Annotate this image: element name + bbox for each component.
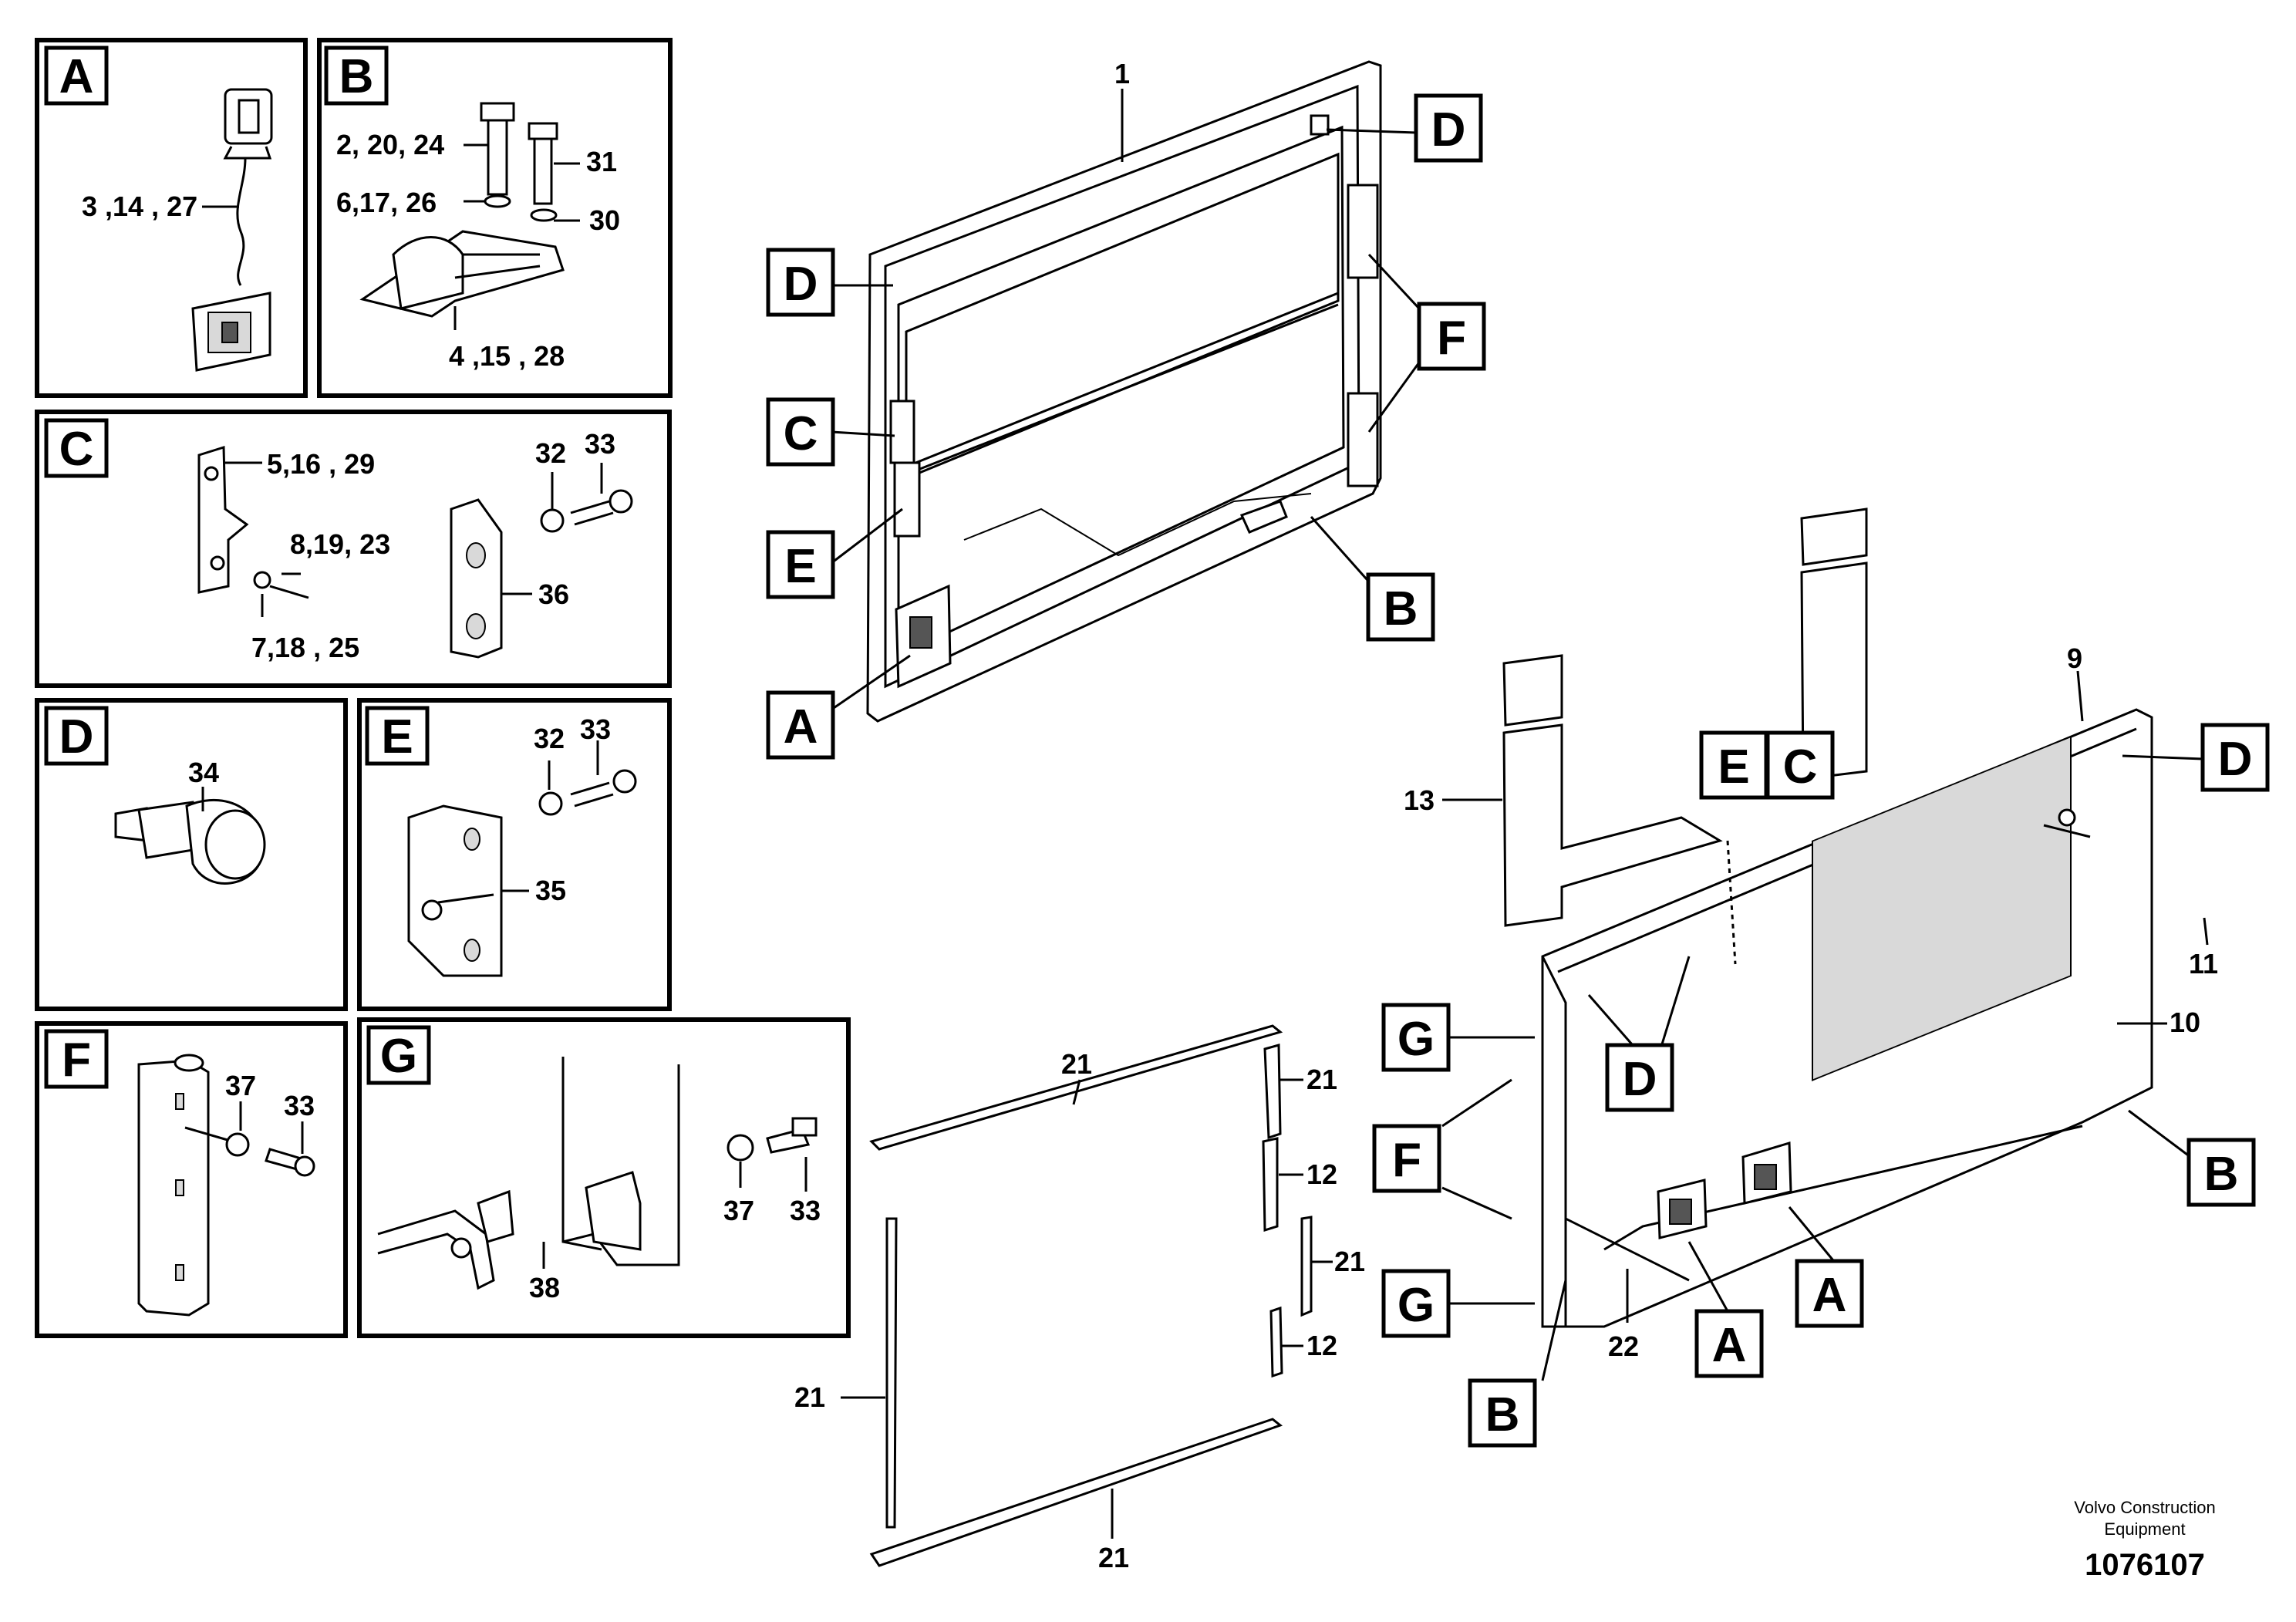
door-part-1: 1: [1114, 58, 1130, 89]
seal-segment-4-icon: [1269, 1306, 1283, 1378]
footer: Volvo Construction Equipment 1076107: [2074, 1498, 2215, 1582]
door-ref-b: B: [1384, 582, 1418, 636]
callout-7-18-25: 7,18 , 25: [251, 632, 359, 663]
panel-ref-b-right: B: [2204, 1148, 2239, 1201]
panel-ref-a-right: A: [1812, 1269, 1847, 1322]
detail-panel-a: A 3 ,14 , 27: [35, 38, 308, 398]
door-stop-pin-icon: [114, 798, 266, 885]
seal-part-21-right-middle: 21: [1334, 1246, 1365, 1277]
panel-a-key: A: [59, 50, 94, 103]
callout-8-19-23: 8,19, 23: [290, 528, 390, 560]
panel-ref-a-left: A: [1712, 1319, 1747, 1372]
door-ref-d-left: D: [784, 258, 818, 311]
callout-6-17-26: 6,17, 26: [336, 187, 437, 218]
callout-31: 31: [586, 146, 617, 177]
seal-part-21-right-top: 21: [1306, 1064, 1337, 1095]
door-ref-f: F: [1437, 312, 1466, 365]
callout-33: 33: [284, 1090, 315, 1121]
striker-plate-icon: [450, 489, 633, 659]
detail-panel-c: C 5,16 , 29 32 33 8,19, 23 36 7,18 , 25: [35, 410, 672, 688]
door-assembly: 1 D D F C E B A: [766, 58, 1486, 760]
door-ref-e: E: [784, 540, 816, 593]
callout-5-16-29: 5,16 , 29: [267, 448, 375, 480]
panel-ref-f: F: [1392, 1134, 1421, 1187]
seal-part-12-lower: 12: [1306, 1330, 1337, 1361]
panel-ref-c: C: [1783, 740, 1818, 794]
panel-ref-e: E: [1718, 740, 1749, 794]
callout-35: 35: [535, 875, 566, 906]
callout-36: 36: [538, 578, 569, 610]
panel-part-9: 9: [2067, 642, 2082, 674]
seal-segment-1-icon: [1263, 1044, 1282, 1140]
panel-f-key: F: [62, 1034, 91, 1087]
seal-strip-left-icon: [885, 1217, 898, 1529]
manufacturer-line-2: Equipment: [2104, 1519, 2185, 1539]
callout-37: 37: [723, 1195, 754, 1226]
seal-strip-bottom-icon: [869, 1418, 1283, 1567]
panel-part-13: 13: [1404, 784, 1435, 816]
callout-32: 32: [534, 723, 565, 754]
callout-33: 33: [585, 428, 615, 460]
callout-34: 34: [188, 757, 219, 788]
seal-segment-3-icon: [1300, 1216, 1313, 1317]
side-panel-icon: [1502, 508, 2153, 1328]
detail-panel-b: B 2, 20, 24 31 6,17, 26 30 4 ,15 , 28: [317, 38, 673, 398]
panel-ref-b-bottom: B: [1485, 1388, 1520, 1442]
panel-c-key: C: [59, 423, 94, 476]
seal-part-21-bottom: 21: [1098, 1542, 1129, 1573]
callout-33: 33: [580, 713, 611, 745]
panel-d-key: D: [59, 710, 94, 764]
panel-part-22: 22: [1608, 1330, 1639, 1362]
seal-strips: 21 21 12 21 12 21 21: [794, 1024, 1365, 1573]
callout-30: 30: [589, 204, 620, 236]
panel-assembly: 9 13 11 10 22 E C D G D F G B: [1372, 508, 2270, 1448]
seal-segment-2-icon: [1262, 1137, 1279, 1233]
door-frame-icon: [866, 60, 1382, 723]
latch-bracket-icon: [197, 445, 309, 599]
striker-bracket-icon: [407, 769, 637, 977]
detail-panel-g: G 37 33 38: [357, 1017, 851, 1338]
door-ref-d-top: D: [1431, 103, 1466, 157]
panel-ref-d-right: D: [2218, 733, 2253, 786]
panel-b-key: B: [339, 50, 374, 103]
door-ref-c: C: [784, 407, 818, 460]
seal-part-21-left: 21: [794, 1381, 825, 1413]
panel-g-key: G: [380, 1030, 417, 1083]
door-ref-a: A: [784, 700, 818, 754]
panel-part-10: 10: [2170, 1007, 2200, 1038]
panel-ref-d-middle: D: [1623, 1053, 1657, 1106]
panel-e-key: E: [381, 710, 413, 764]
handle-bracket-icon: [359, 102, 565, 318]
latch-cable-icon: [191, 88, 273, 372]
callout-2-20-24: 2, 20, 24: [336, 129, 444, 160]
callout-32: 32: [535, 437, 566, 469]
callout-38: 38: [529, 1272, 560, 1303]
callout-37: 37: [225, 1070, 256, 1101]
hinge-plate-icon: [137, 1054, 315, 1317]
seal-part-12-upper: 12: [1306, 1158, 1337, 1190]
figure-number: 1076107: [2085, 1548, 2205, 1582]
panel-ref-g-bottom: G: [1397, 1279, 1435, 1332]
callout-3-14-27: 3 ,14 , 27: [82, 191, 197, 222]
stop-bracket-icon: [377, 1057, 818, 1290]
detail-panel-e: E 32 33 35: [357, 698, 672, 1011]
callout-4-15-28: 4 ,15 , 28: [449, 340, 565, 372]
callout-33: 33: [790, 1195, 821, 1226]
seal-strip-top-icon: [869, 1024, 1283, 1151]
seal-part-21-top: 21: [1061, 1048, 1092, 1080]
manufacturer-line-1: Volvo Construction: [2074, 1498, 2215, 1517]
panel-ref-g-top: G: [1397, 1013, 1435, 1066]
detail-panel-d: D 34: [35, 698, 348, 1011]
panel-part-11: 11: [2189, 948, 2218, 980]
detail-panel-f: F 37 33: [35, 1021, 348, 1338]
